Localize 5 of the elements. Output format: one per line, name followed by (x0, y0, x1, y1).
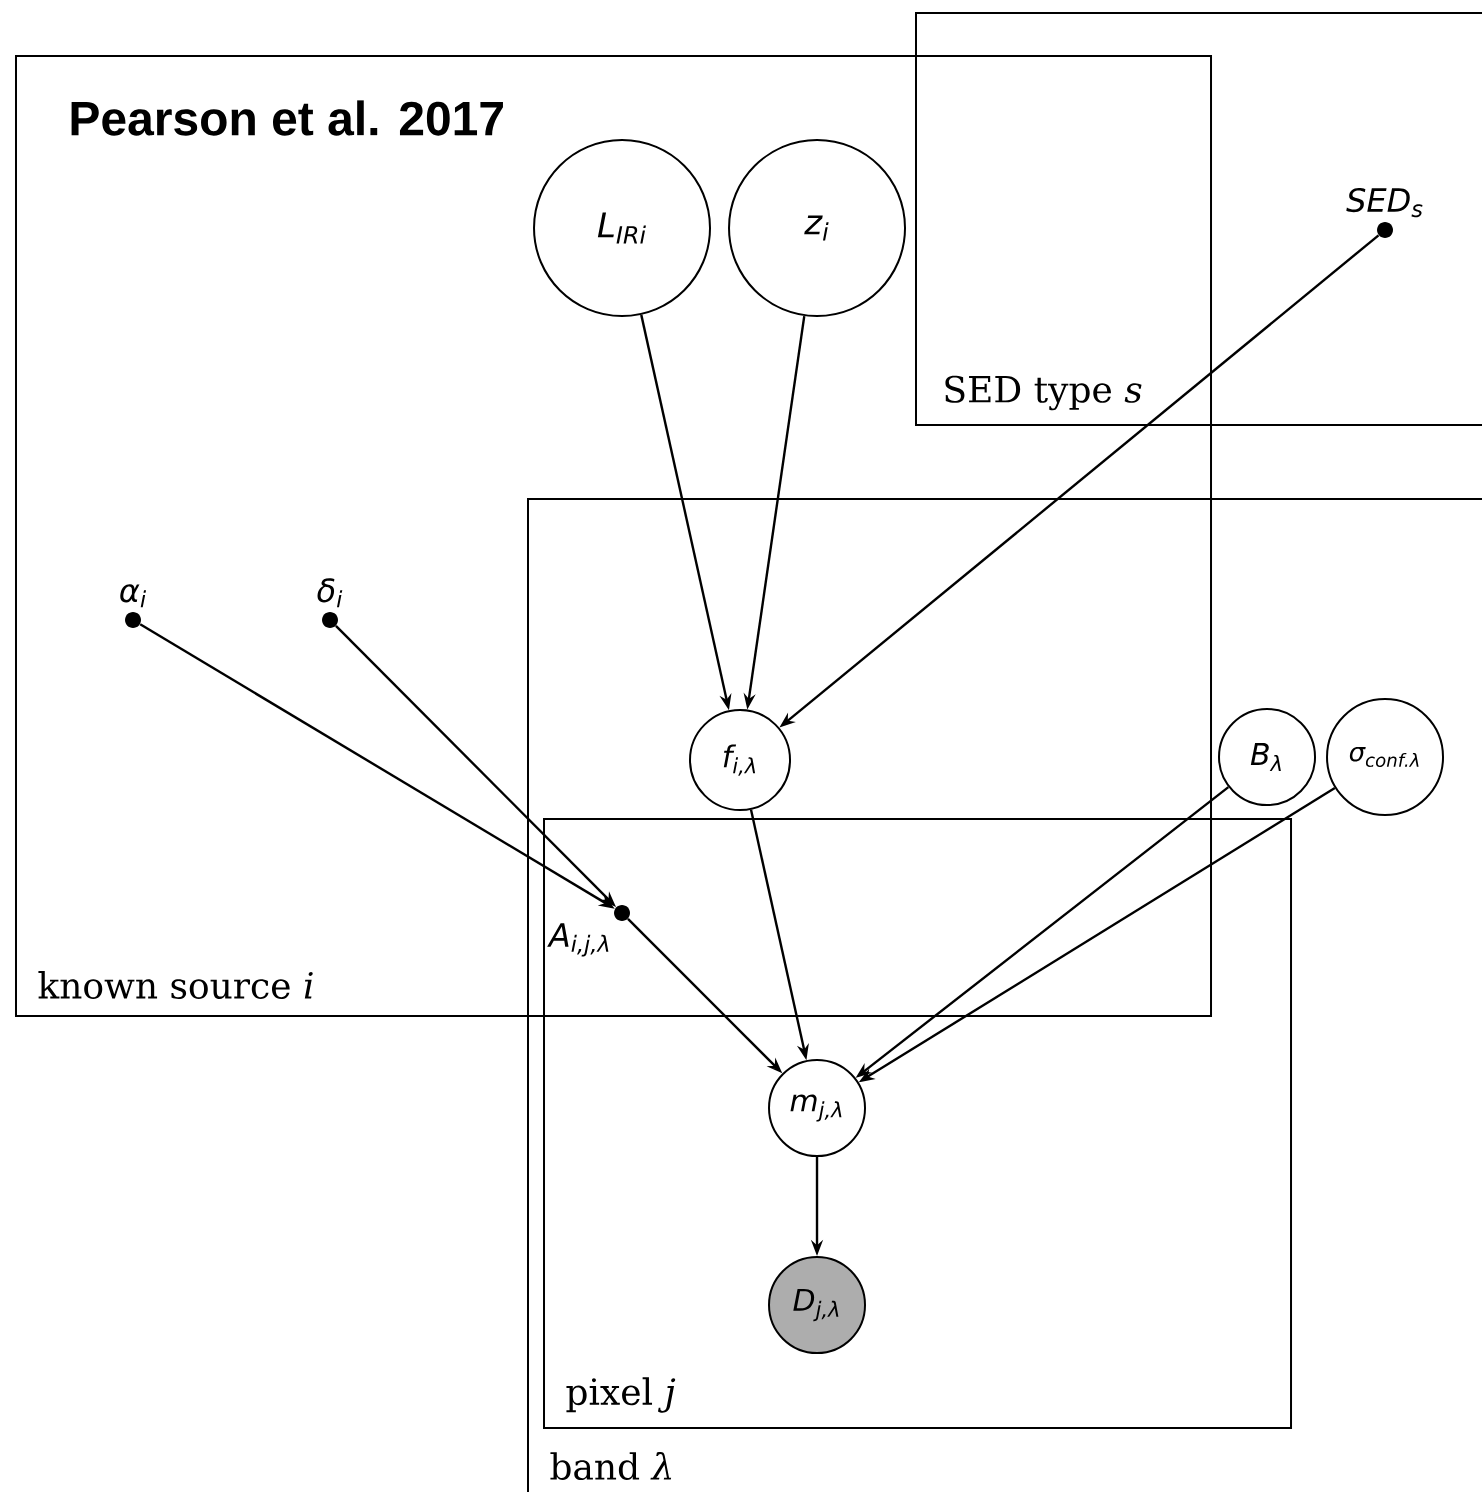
title: Pearson et al. 2017 (71, 100, 503, 136)
node-label: δ$_{i}$ (317, 578, 343, 608)
node-label: A$_{i,j,λ}$ (547, 923, 609, 957)
node-label: SED$_{s}$ (1346, 187, 1423, 218)
node-label: α$_{i}$ (120, 584, 147, 608)
